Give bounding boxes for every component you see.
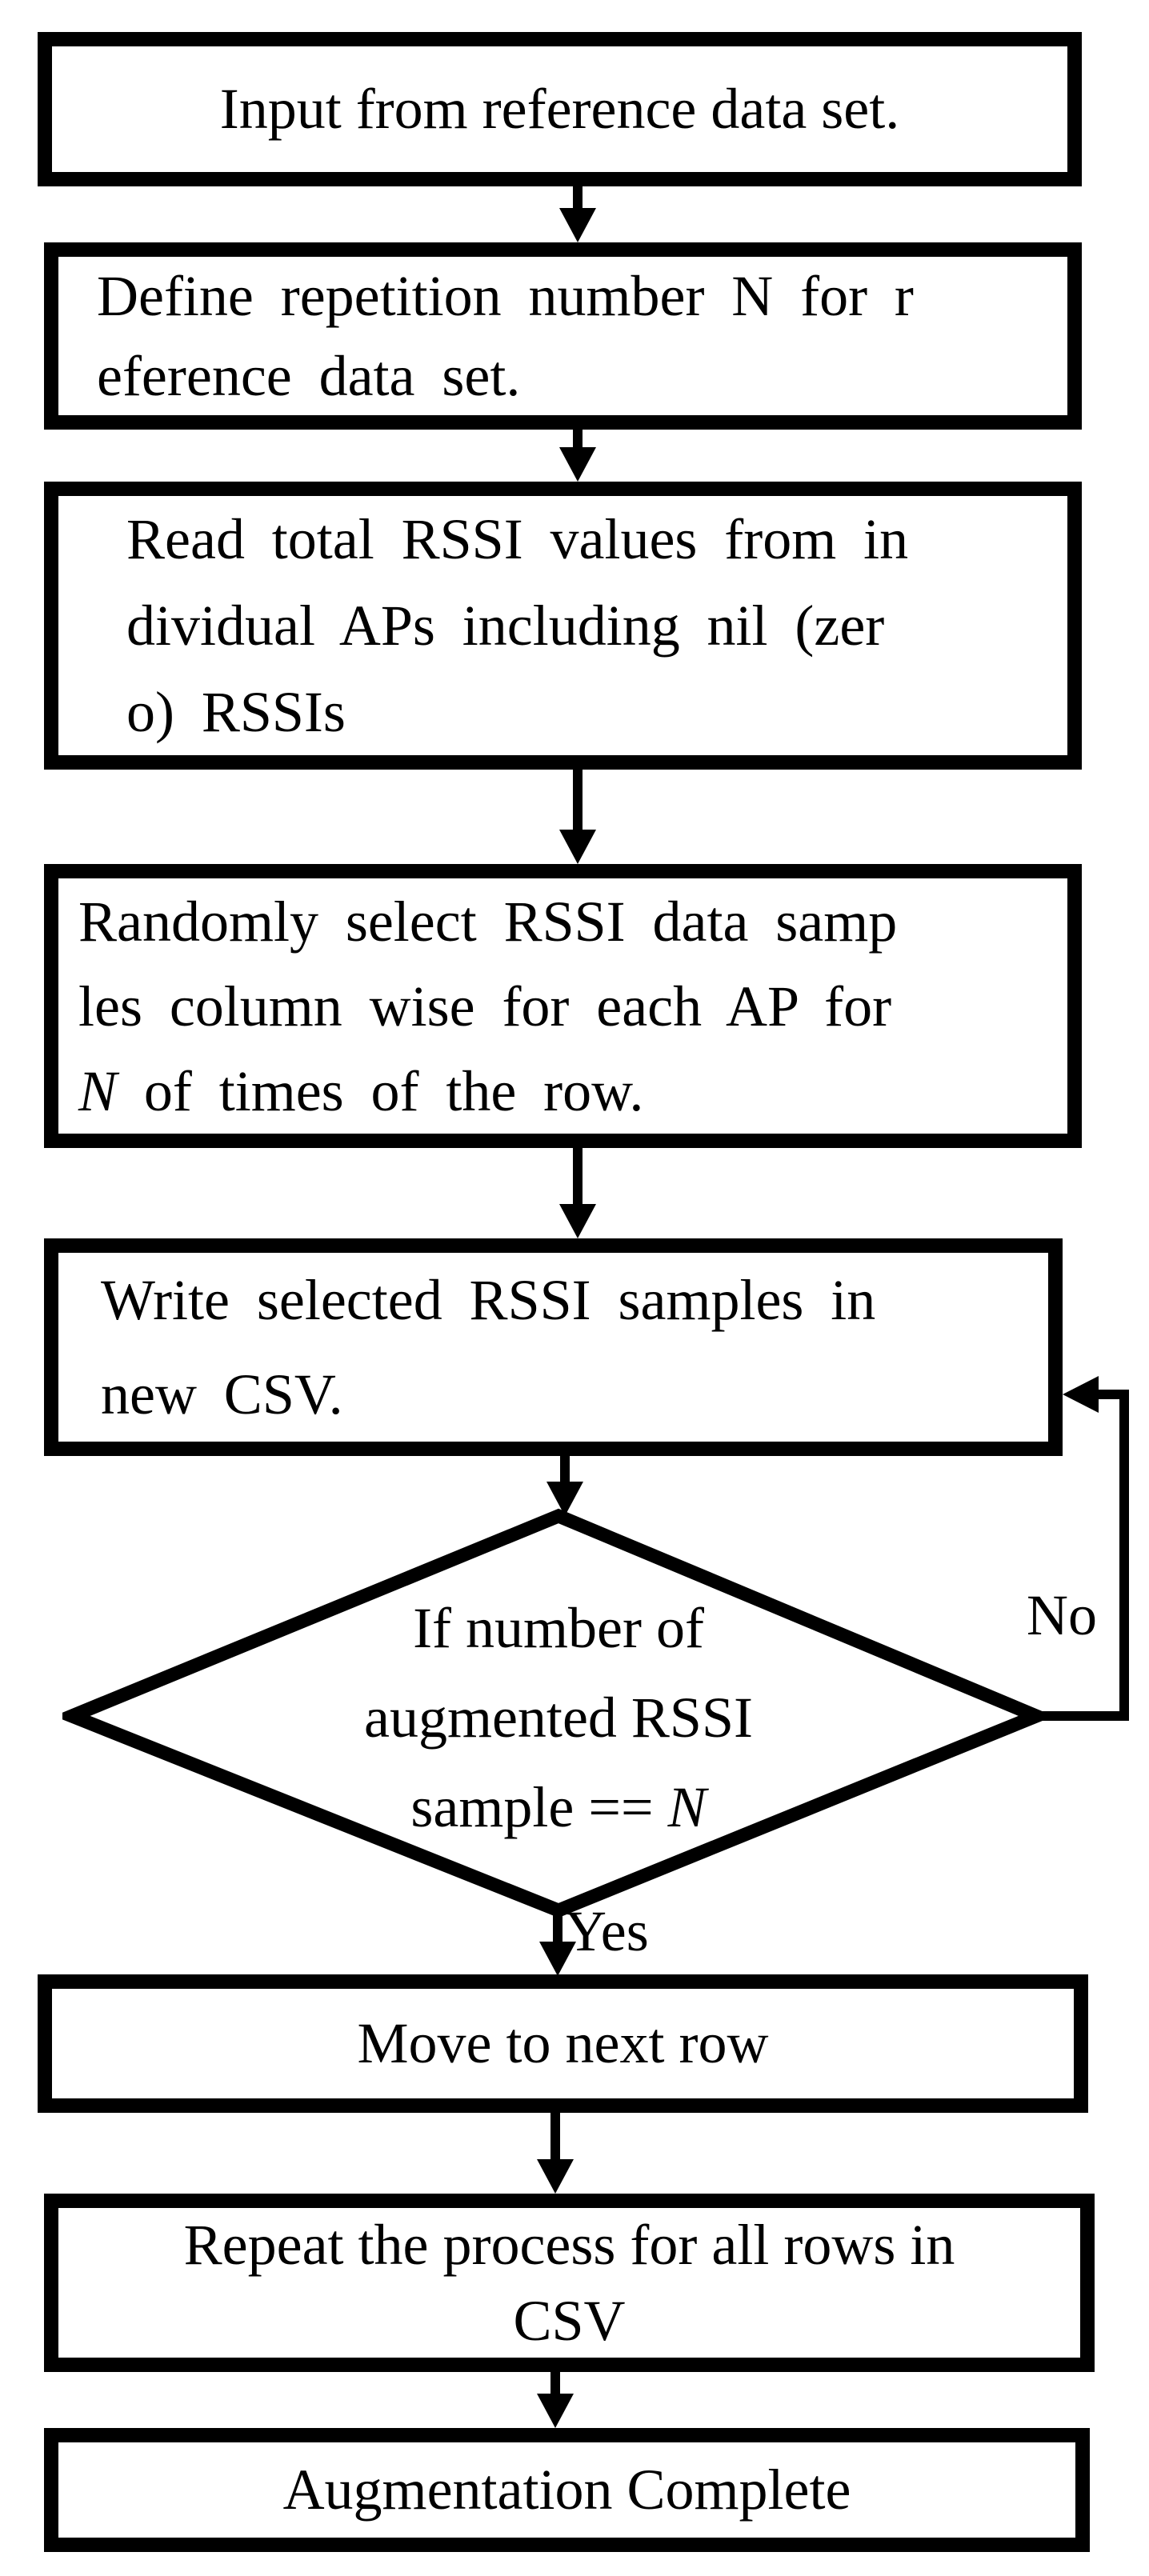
arrowhead-define-to-read: [559, 447, 596, 482]
arrowhead-select-to-write: [559, 1204, 596, 1238]
arrow-stem-define-to-read: [573, 430, 583, 451]
arrowhead-move-to-repeat: [537, 2159, 574, 2194]
arrowhead-read-to-select: [559, 830, 596, 864]
no-loop-vertical-segment: [1119, 1390, 1129, 1721]
arrowhead-no-loop-into-write: [1063, 1376, 1099, 1413]
label-no: No: [1027, 1583, 1097, 1647]
arrow-stem-yes-to-move: [553, 1907, 562, 1946]
arrow-stem-select-to-write: [573, 1148, 583, 1208]
arrow-stem-write-to-decision: [560, 1456, 570, 1485]
label-yes: Yes: [565, 1899, 649, 1963]
process-box-move-next-row: Move to next row: [38, 1974, 1088, 2113]
arrowhead-yes-to-move: [539, 1942, 576, 1976]
process-box-input: Input from reference data set.: [38, 32, 1082, 186]
terminal-box-augmentation-complete: Augmentation Complete: [44, 2428, 1090, 2552]
arrowhead-write-to-decision: [546, 1482, 583, 1516]
arrowhead-repeat-to-complete: [537, 2394, 574, 2428]
arrow-stem-read-to-select: [573, 770, 583, 834]
arrowhead-input-to-define: [559, 208, 596, 242]
no-loop-bottom-segment: [1032, 1711, 1129, 1721]
arrow-stem-input-to-define: [573, 186, 583, 212]
arrow-stem-move-to-repeat: [550, 2113, 560, 2162]
arrow-stem-repeat-to-complete: [550, 2372, 560, 2398]
